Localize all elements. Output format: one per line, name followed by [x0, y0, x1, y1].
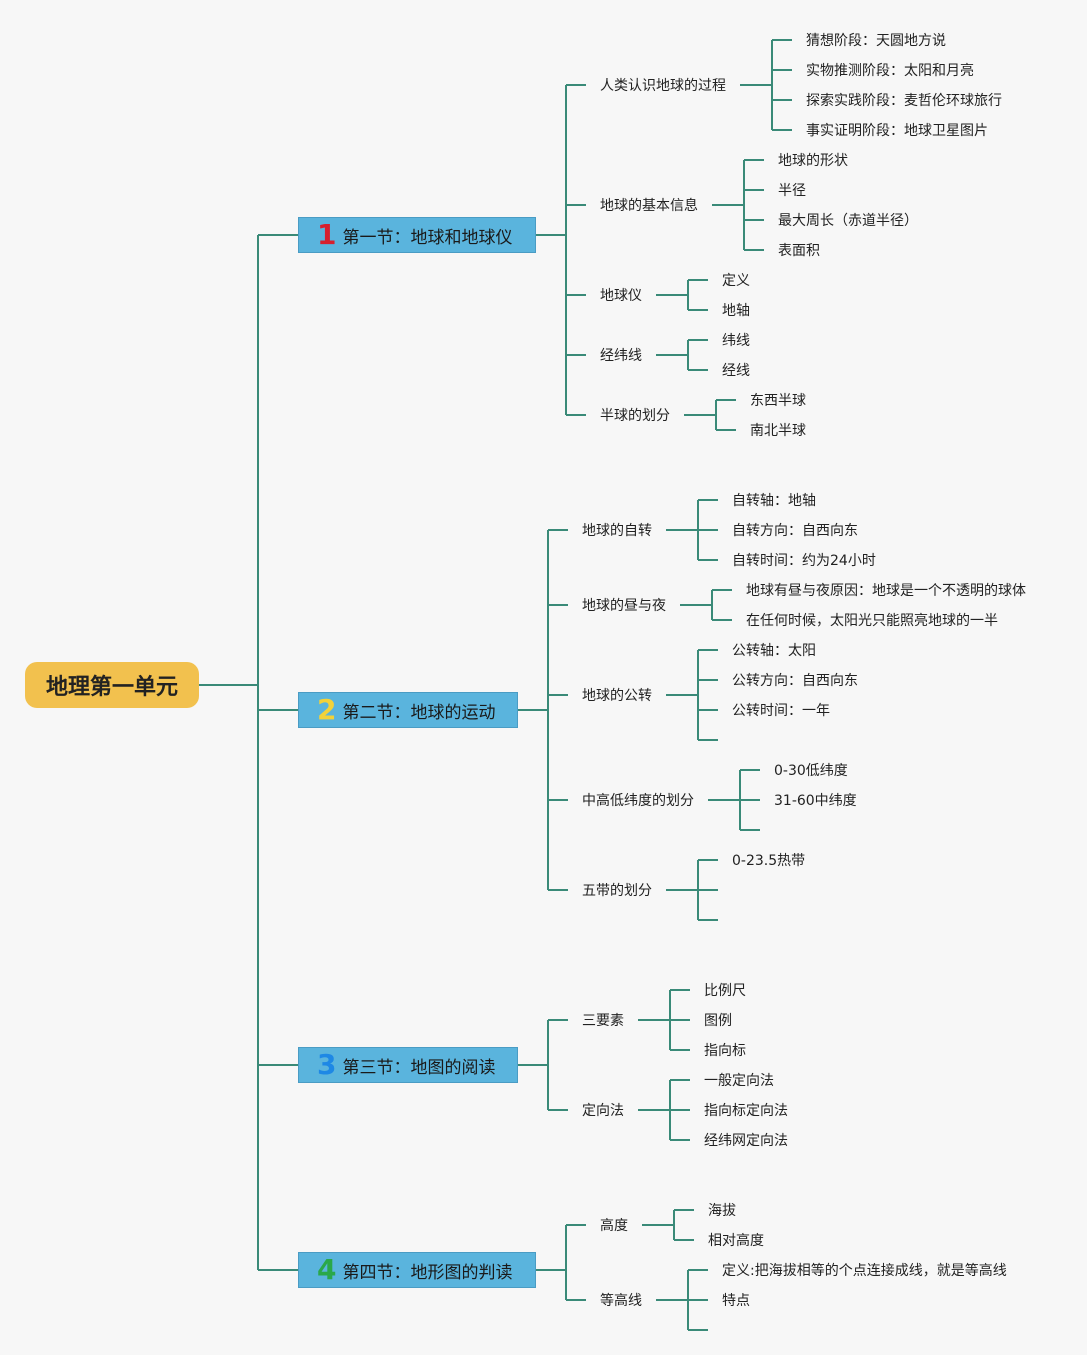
leaf-node[interactable]: 最大周长（赤道半径）	[778, 213, 918, 229]
topic-node[interactable]: 地球的昼与夜	[582, 598, 666, 614]
leaf-node[interactable]: 事实证明阶段：地球卫星图片	[806, 123, 988, 139]
leaf-node[interactable]: 图例	[704, 1013, 732, 1029]
topic-node[interactable]: 半球的划分	[600, 408, 670, 424]
topic-node[interactable]: 地球仪	[600, 288, 642, 304]
topic-node[interactable]: 地球的自转	[582, 523, 652, 539]
leaf-node[interactable]: 地球的形状	[778, 153, 848, 169]
leaf-node[interactable]: 东西半球	[750, 393, 806, 409]
section-title: 第一节：地球和地球仪	[342, 227, 513, 248]
topic-node[interactable]: 三要素	[582, 1013, 624, 1029]
root-node[interactable]: 地理第一单元	[25, 662, 199, 708]
leaf-node[interactable]: 实物推测阶段：太阳和月亮	[806, 63, 974, 79]
leaf-node[interactable]: 公转轴：太阳	[732, 643, 816, 659]
topic-node[interactable]: 地球的公转	[582, 688, 652, 704]
section-title: 第四节：地形图的判读	[342, 1262, 513, 1283]
leaf-node[interactable]: 纬线	[722, 333, 750, 349]
leaf-node[interactable]: 经纬网定向法	[704, 1133, 788, 1149]
section-number: 1	[317, 218, 337, 251]
leaf-node[interactable]: 比例尺	[704, 983, 746, 999]
leaf-node[interactable]: 公转时间：一年	[732, 703, 830, 719]
topic-node[interactable]: 中高低纬度的划分	[582, 793, 694, 809]
leaf-node[interactable]: 地球有昼与夜原因：地球是一个不透明的球体	[746, 583, 1026, 599]
leaf-node[interactable]: 特点	[722, 1293, 750, 1309]
leaf-node[interactable]: 猜想阶段：天圆地方说	[806, 33, 946, 49]
leaf-node[interactable]: 自转方向：自西向东	[732, 523, 858, 539]
leaf-node[interactable]: 表面积	[778, 243, 820, 259]
leaf-node[interactable]: 相对高度	[708, 1233, 764, 1249]
leaf-node[interactable]: 定义:把海拔相等的个点连接成线，就是等高线	[722, 1263, 1007, 1279]
leaf-node[interactable]: 指向标	[704, 1043, 746, 1059]
leaf-node[interactable]: 探索实践阶段：麦哲伦环球旅行	[806, 93, 1002, 109]
section-number: 3	[317, 1048, 337, 1081]
leaf-node[interactable]: 0-23.5热带	[732, 853, 806, 869]
topic-node[interactable]: 人类认识地球的过程	[600, 78, 726, 94]
leaf-node[interactable]: 0-30低纬度	[774, 763, 848, 779]
topic-node[interactable]: 五带的划分	[582, 883, 652, 899]
section-title: 第二节：地球的运动	[342, 702, 496, 723]
section-title: 第三节：地图的阅读	[342, 1057, 496, 1078]
leaf-node[interactable]: 海拔	[708, 1203, 736, 1219]
leaf-node[interactable]: 自转时间：约为24小时	[732, 553, 876, 569]
topic-node[interactable]: 高度	[600, 1218, 628, 1234]
topic-node[interactable]: 等高线	[600, 1293, 642, 1309]
leaf-node[interactable]: 半径	[778, 183, 806, 199]
leaf-node[interactable]: 指向标定向法	[704, 1103, 788, 1119]
leaf-node[interactable]: 一般定向法	[704, 1073, 774, 1089]
leaf-node[interactable]: 经线	[722, 363, 750, 379]
section-number: 2	[317, 693, 337, 726]
leaf-node[interactable]: 31-60中纬度	[774, 793, 857, 809]
leaf-node[interactable]: 自转轴：地轴	[732, 493, 816, 509]
topic-node[interactable]: 经纬线	[600, 348, 642, 364]
topic-node[interactable]: 地球的基本信息	[600, 198, 698, 214]
section-number: 4	[317, 1253, 337, 1286]
leaf-node[interactable]: 在任何时候，太阳光只能照亮地球的一半	[746, 613, 998, 629]
leaf-node[interactable]: 定义	[722, 273, 750, 289]
leaf-node[interactable]: 地轴	[722, 303, 750, 319]
leaf-node[interactable]: 南北半球	[750, 423, 806, 439]
topic-node[interactable]: 定向法	[582, 1103, 624, 1119]
leaf-node[interactable]: 公转方向：自西向东	[732, 673, 858, 689]
